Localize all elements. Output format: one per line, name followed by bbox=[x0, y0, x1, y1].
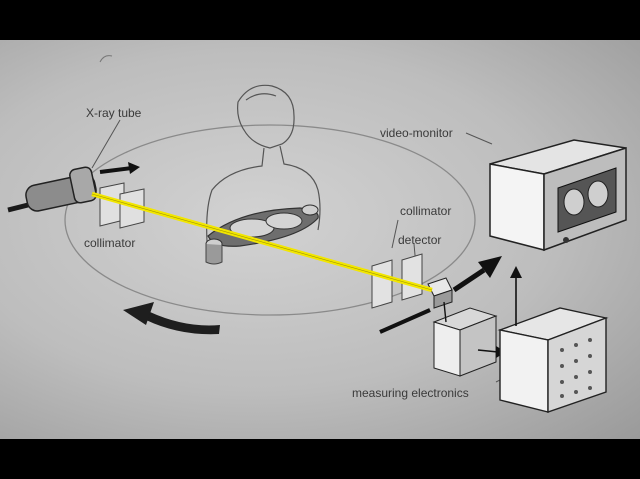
decorative-mark bbox=[99, 55, 113, 63]
measuring-electronics-cabinet bbox=[497, 266, 609, 413]
label-measuring-electronics: measuring electronics bbox=[352, 386, 469, 400]
rotation-arrow-head bbox=[123, 302, 154, 325]
rotation-arrow bbox=[146, 312, 220, 335]
label-video-monitor: video-monitor bbox=[380, 126, 453, 140]
signal-box bbox=[432, 301, 506, 377]
diagram-photo: X-ray tube collimator video-monitor coll… bbox=[0, 40, 640, 439]
collimator-left-plates bbox=[99, 182, 145, 229]
leader-video-monitor bbox=[465, 132, 493, 145]
label-x-ray-tube: X-ray tube bbox=[86, 106, 142, 120]
leader-collimator-right bbox=[391, 219, 399, 249]
detector-block bbox=[379, 256, 502, 334]
label-collimator-right: collimator bbox=[400, 204, 452, 218]
video-monitor-unit bbox=[489, 139, 627, 252]
x-ray-tube bbox=[7, 162, 140, 213]
patient bbox=[206, 84, 321, 256]
collimator-right-plates bbox=[371, 253, 423, 309]
label-detector: detector bbox=[398, 233, 442, 247]
ct-scanner-diagram bbox=[7, 55, 627, 413]
leader-xray-tube bbox=[91, 119, 121, 169]
gantry-ring bbox=[64, 124, 476, 316]
label-collimator-left: collimator bbox=[84, 236, 136, 250]
